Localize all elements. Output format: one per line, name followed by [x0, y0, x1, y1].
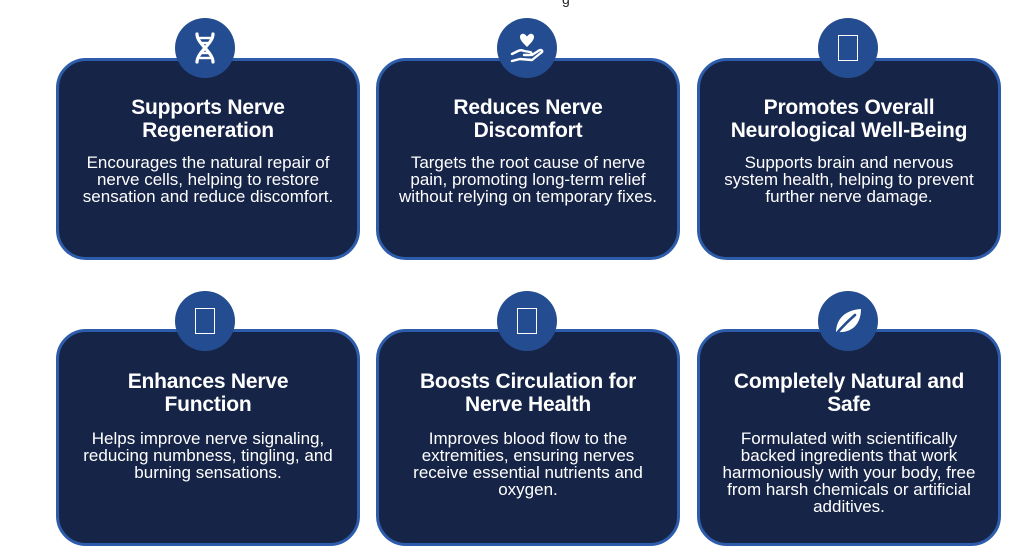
card-title: Promotes Overall Neurological Well-Being [730, 96, 968, 142]
benefit-card-nerve-regeneration: Supports Nerve Regeneration Encourages t… [56, 58, 360, 260]
leaf-icon [818, 291, 878, 351]
dna-icon [175, 18, 235, 78]
card-description: Improves blood flow to the extremities, … [413, 429, 643, 499]
card-description: Formulated with scientifically backed in… [722, 429, 976, 516]
card-description: Helps improve nerve signaling, reducing … [83, 429, 333, 482]
benefit-card-natural-safe: Completely Natural and Safe Formulated w… [697, 329, 1001, 546]
card-description: Targets the root cause of nerve pain, pr… [399, 153, 657, 206]
missing-glyph-icon [175, 291, 235, 351]
card-title: Reduces Nerve Discomfort [453, 96, 603, 142]
card-title: Enhances Nerve Function [127, 370, 289, 416]
benefit-card-neurological-wellbeing: Promotes Overall Neurological Well-Being… [697, 58, 1001, 260]
benefit-card-nerve-function: Enhances Nerve Function Helps improve ne… [56, 329, 360, 546]
card-title: Completely Natural and Safe [733, 370, 965, 416]
benefit-card-nerve-discomfort: Reduces Nerve Discomfort Targets the roo… [376, 58, 680, 260]
card-title: Boosts Circulation for Nerve Health [419, 370, 637, 416]
missing-glyph-icon [497, 291, 557, 351]
benefit-card-circulation: Boosts Circulation for Nerve Health Impr… [376, 329, 680, 546]
missing-glyph-icon [818, 18, 878, 78]
heart-hand-icon [497, 18, 557, 78]
card-description: Encourages the natural repair of nerve c… [82, 153, 334, 206]
cropped-heading-fragment: g [562, 0, 570, 7]
card-title: Supports Nerve Regeneration [131, 96, 285, 142]
card-description: Supports brain and nervous system health… [724, 153, 974, 206]
